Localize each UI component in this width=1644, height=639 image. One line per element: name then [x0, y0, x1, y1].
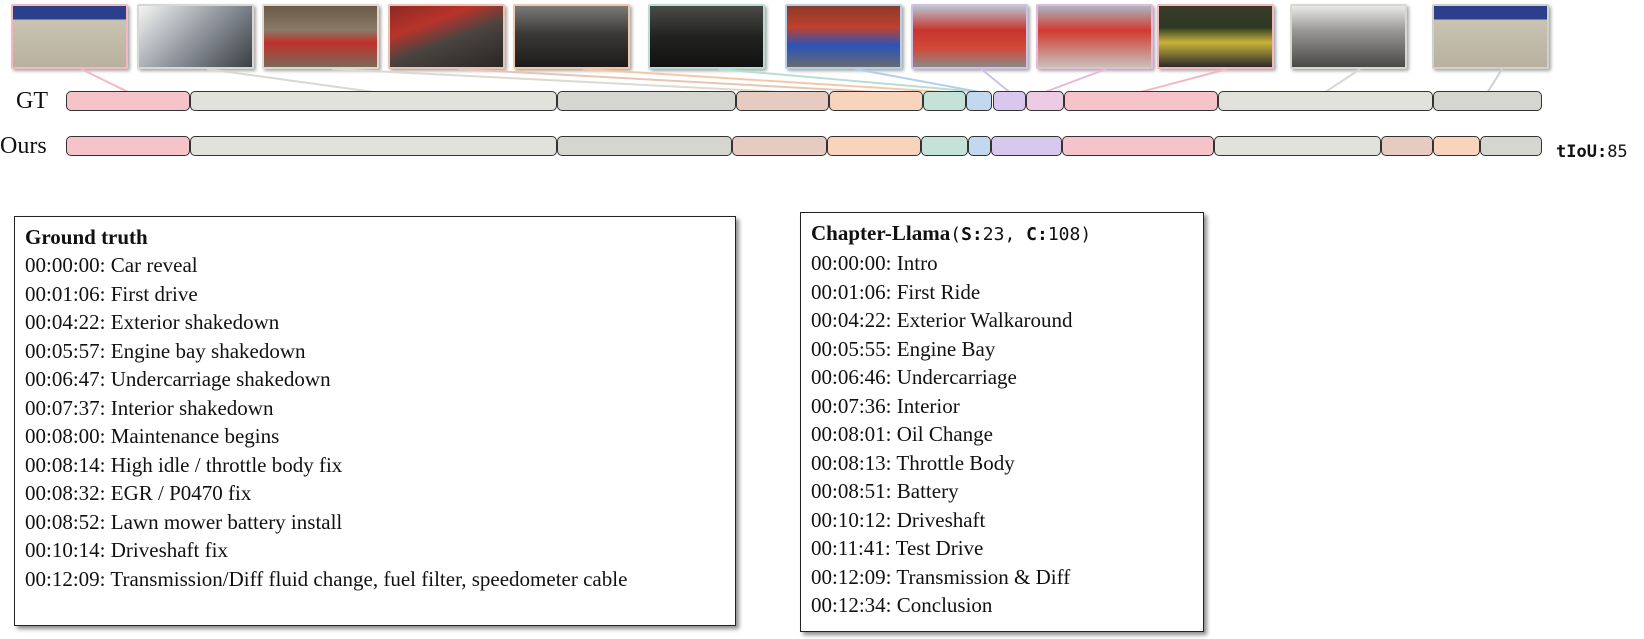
ours-segment	[557, 136, 732, 156]
ground-truth-entry: 00:00:00: Car reveal	[25, 253, 198, 277]
ours-segment	[66, 136, 190, 156]
ours-segment	[731, 136, 828, 156]
chapter-llama-box: Chapter-Llama(S:23, C:108) 00:00:00: Int…	[800, 212, 1204, 632]
s-value: 23	[982, 224, 1005, 245]
c-value: 108	[1047, 224, 1081, 245]
c-label: C:	[1026, 224, 1048, 245]
video-thumbnail	[262, 4, 379, 69]
ground-truth-entry: 00:01:06: First drive	[25, 281, 198, 306]
ours-segment	[921, 136, 969, 156]
ground-truth-title: Ground truth	[25, 225, 148, 249]
gt-segment	[1026, 91, 1064, 111]
s-label: S:	[961, 224, 983, 245]
chapter-llama-title: Chapter-Llama(S:23, C:108)	[811, 219, 1203, 249]
video-thumbnail	[911, 4, 1028, 69]
ground-truth-entry: 00:05:57: Engine bay shakedown	[25, 338, 306, 363]
chapter-llama-entry: 00:11:41: Test Drive	[811, 536, 984, 560]
chapter-llama-entry: 00:08:13: Throttle Body	[811, 450, 1015, 475]
ours-segment	[827, 136, 922, 156]
gt-segment	[966, 91, 993, 111]
chapter-llama-entry: 00:10:12: Driveshaft	[811, 507, 986, 532]
ground-truth-entry: 00:10:14: Driveshaft fix	[25, 538, 228, 562]
chapter-llama-name: Chapter-Llama	[811, 221, 951, 245]
ground-truth-box: Ground truth 00:00:00: Car reveal 00:01:0…	[14, 216, 736, 626]
thumbnail-image	[787, 6, 900, 67]
ours-segment	[1433, 136, 1481, 156]
ours-segment	[1061, 136, 1214, 156]
chapter-llama-entry: 00:01:06: First Ride	[811, 279, 981, 304]
chapter-llama-entry: 00:12:34: Conclusion	[811, 593, 993, 617]
ours-segment	[968, 136, 991, 156]
video-thumbnail	[388, 4, 505, 69]
ground-truth-entry: 00:08:52: Lawn mower battery install	[25, 509, 343, 534]
chapter-llama-entry: 00:00:00: Intro	[811, 251, 938, 275]
chapter-llama-entry: 00:12:09: Transmission & Diff	[811, 564, 1071, 589]
video-thumbnail	[1036, 4, 1153, 69]
gt-segment	[735, 91, 830, 111]
ours-segment	[1480, 136, 1542, 156]
gt-segment	[189, 91, 558, 111]
thumbnail-image	[1434, 6, 1547, 67]
ground-truth-entry: 00:12:09: Transmission/Diff fluid change…	[25, 566, 628, 591]
ours-row-label: Ours	[0, 133, 47, 159]
meta-close: )	[1080, 224, 1092, 245]
video-thumbnail	[137, 4, 254, 69]
video-thumbnail	[785, 4, 902, 69]
ours-segment	[189, 136, 558, 156]
gt-segment	[829, 91, 924, 111]
thumbnail-image	[1159, 6, 1272, 67]
thumbnail-image	[390, 6, 503, 67]
ours-timeline	[66, 136, 1542, 158]
gt-segment	[1063, 91, 1218, 111]
thumbnail-image	[13, 6, 126, 67]
meta-sep: ,	[1004, 224, 1027, 245]
chapter-llama-entry: 00:05:55: Engine Bay	[811, 336, 996, 361]
ground-truth-entry: 00:07:37: Interior shakedown	[25, 395, 274, 420]
tiou-label: tIoU:	[1556, 142, 1608, 162]
thumbnail-image	[264, 6, 377, 67]
ours-segment	[990, 136, 1062, 156]
thumbnail-image	[515, 6, 628, 67]
video-thumbnail	[1157, 4, 1274, 69]
chapter-llama-entry: 00:08:51: Battery	[811, 479, 959, 503]
ours-segment	[1213, 136, 1381, 156]
video-thumbnail	[11, 4, 128, 69]
ground-truth-entry: 00:08:00: Maintenance begins	[25, 424, 280, 448]
thumbnail-image	[139, 6, 252, 67]
thumbnail-image	[913, 6, 1026, 67]
gt-timeline	[66, 91, 1542, 113]
gt-row-label: GT	[16, 88, 48, 114]
ground-truth-entry: 00:04:22: Exterior shakedown	[25, 310, 280, 334]
ground-truth-entry: 00:08:32: EGR / P0470 fix	[25, 481, 252, 505]
video-thumbnail	[1290, 4, 1407, 69]
gt-segment	[923, 91, 967, 111]
chapter-llama-entry: 00:04:22: Exterior Walkaround	[811, 308, 1073, 332]
ground-truth-entry: 00:06:47: Undercarriage shakedown	[25, 367, 331, 391]
video-thumbnail	[1432, 4, 1549, 69]
gt-segment	[1433, 91, 1542, 111]
gt-segment	[66, 91, 190, 111]
ground-truth-entry: 00:08:14: High idle / throttle body fix	[25, 452, 343, 477]
meta-open: (	[950, 224, 962, 245]
video-thumbnail	[648, 4, 765, 69]
chapter-llama-meta: (S:23, C:108)	[950, 224, 1091, 245]
chapter-llama-entry: 00:06:46: Undercarriage	[811, 365, 1017, 389]
thumbnail-image	[1292, 6, 1405, 67]
chapter-llama-entry: 00:08:01: Oil Change	[811, 422, 993, 446]
chapter-llama-entry: 00:07:36: Interior	[811, 393, 960, 418]
gt-segment	[1217, 91, 1434, 111]
chapter-llama-list: 00:00:00: Intro 00:01:06: First Ride 00:04…	[811, 249, 1203, 620]
tiou-value: 85	[1607, 142, 1628, 162]
thumbnail-image	[650, 6, 763, 67]
thumbnail-image	[1038, 6, 1151, 67]
thumbnail-strip	[0, 0, 1644, 80]
ours-segment	[1380, 136, 1434, 156]
video-thumbnail	[513, 4, 630, 69]
gt-segment	[557, 91, 736, 111]
ground-truth-list: 00:00:00: Car reveal 00:01:06: First driv…	[25, 251, 735, 593]
tiou-score: tIoU:85	[1556, 142, 1628, 162]
gt-segment	[992, 91, 1027, 111]
